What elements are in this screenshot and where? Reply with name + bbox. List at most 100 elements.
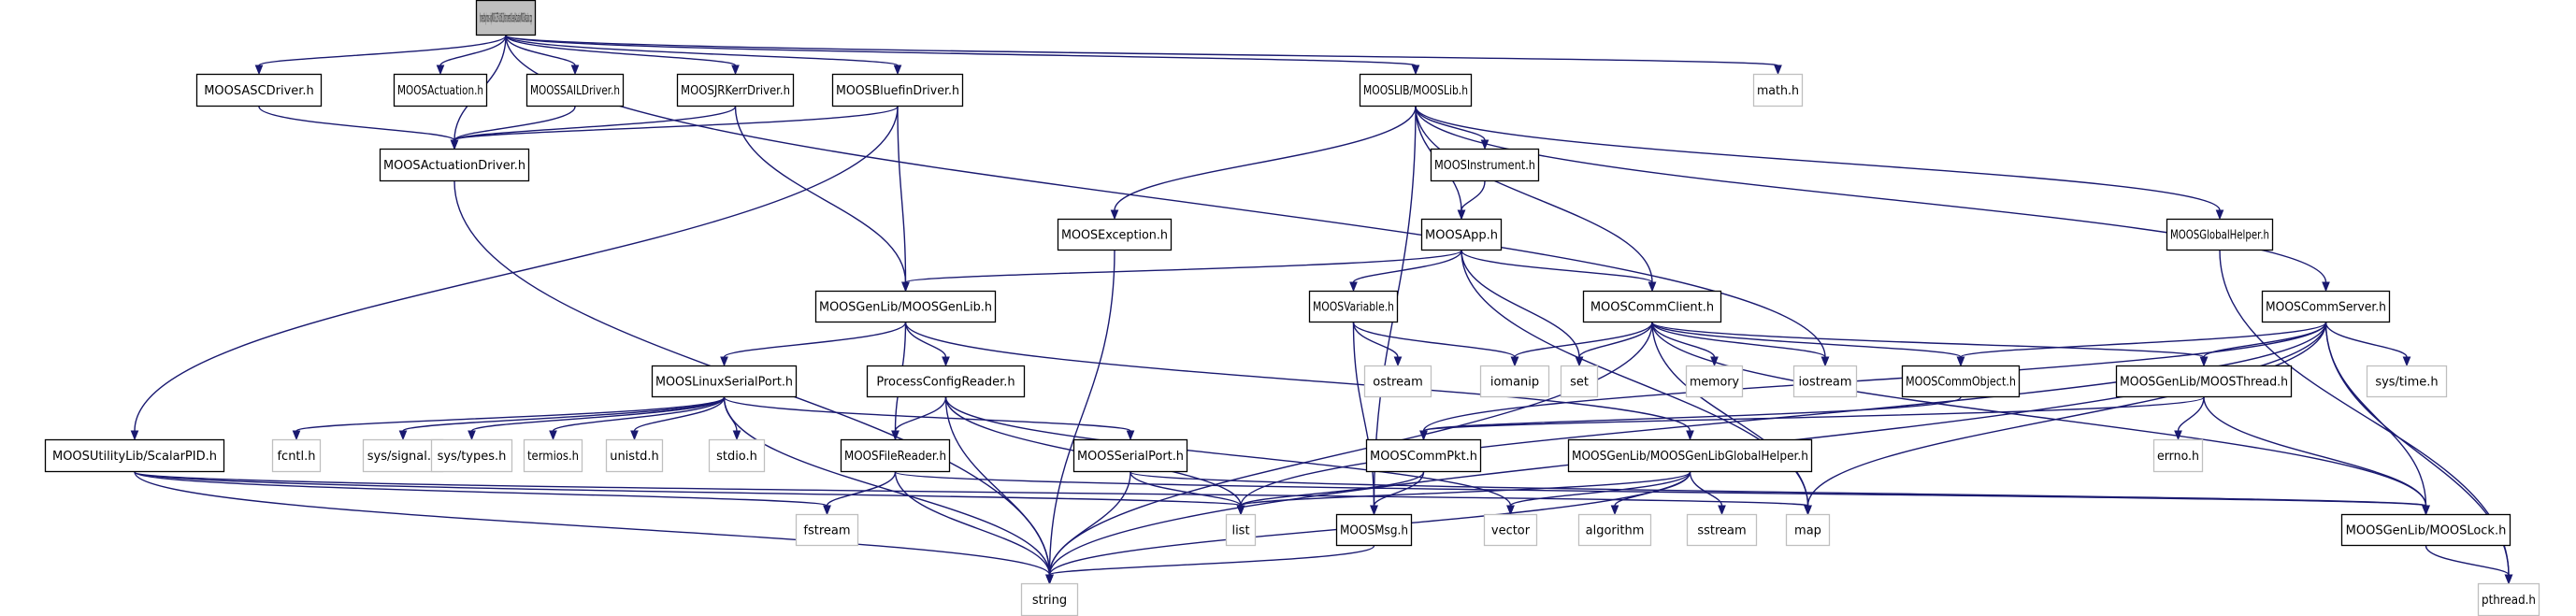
node-label: MOOSJRKerrDriver.h (681, 84, 790, 98)
node-label: MOOSActuation.h (397, 84, 483, 98)
edge-line (1130, 471, 1242, 507)
node-box (271, 438, 322, 473)
node-box (866, 365, 1026, 398)
node-label: stdio.h (716, 450, 757, 464)
node-pkt[interactable]: MOOSCommPkt.h (1365, 438, 1482, 473)
edge-line (1651, 322, 1962, 358)
edge-asc-to-actdrv (258, 106, 459, 150)
node-actdrv[interactable]: MOOSActuationDriver.h (379, 148, 530, 182)
node-exc[interactable]: MOOSException.h (1057, 218, 1173, 251)
node-box (1792, 365, 1858, 398)
node-freader[interactable]: MOOSFileReader.h (840, 438, 951, 473)
node-genlib[interactable]: MOOSGenLib/MOOSGenLib.h (814, 290, 997, 323)
edge-line (734, 106, 907, 283)
node-box (1785, 513, 1831, 547)
edge-line (470, 396, 726, 432)
arrow-head (732, 430, 741, 441)
edge-line (1651, 322, 1826, 358)
node-label: sys/time.h (2375, 376, 2438, 390)
node-app[interactable]: MOOSApp.h (1420, 218, 1503, 251)
edge-thread-to-pkt (1419, 396, 2205, 441)
edge-line (2324, 322, 2427, 507)
edge-root-to-sail (505, 35, 580, 76)
node-lsp[interactable]: MOOSLinuxSerialPort.h (651, 365, 798, 398)
node-box (605, 438, 664, 473)
node-act[interactable]: MOOSActuation.h (393, 73, 488, 107)
edge-line (1415, 106, 1486, 141)
node-box (795, 513, 859, 547)
edge-moolib-to-server (1415, 106, 2330, 293)
node-obj[interactable]: MOOSCommObject.h (1901, 365, 2021, 398)
node-iostream: iostream (1792, 365, 1858, 398)
node-inst[interactable]: MOOSInstrument.h (1430, 148, 1540, 182)
edge-line (1960, 322, 2327, 358)
edge-root-to-moolib (505, 35, 1420, 76)
edge-moolib-to-exc (1110, 106, 1417, 221)
node-client[interactable]: MOOSCommClient.h (1582, 290, 1722, 323)
node-label: pthread.h (2482, 594, 2536, 608)
edge-app-to-var (1349, 250, 1462, 293)
node-label: MOOSMsg.h (1340, 524, 1408, 538)
arrow-head (398, 430, 408, 441)
edge-lsp-to-signal (398, 396, 726, 441)
node-label: MOOSApp.h (1425, 229, 1498, 243)
arrow-head (630, 430, 639, 441)
node-thread[interactable]: MOOSGenLib/MOOSThread.h (2115, 365, 2293, 398)
node-msg[interactable]: MOOSMsg.h (1335, 513, 1413, 547)
node-glob[interactable]: MOOSGlobalHelper.h (2166, 218, 2274, 251)
node-gghelp[interactable]: MOOSGenLib/MOOSGenLibGlobalHelper.h (1567, 438, 1813, 473)
edge-line (1651, 322, 2205, 358)
edge-app-to-client (1461, 250, 1657, 293)
edge-line (1651, 322, 1809, 507)
node-var[interactable]: MOOSVariable.h (1308, 290, 1399, 323)
edge-lsp-to-sport (723, 396, 1135, 441)
edge-genlib-to-pcr (904, 322, 950, 367)
node-box (1686, 513, 1758, 547)
arrow-head (1774, 64, 1782, 76)
edge-lsp-to-types (468, 396, 726, 441)
node-moolib[interactable]: MOOSLIB/MOOSLib.h (1359, 73, 1473, 107)
node-box (2340, 513, 2511, 547)
edge-sail-to-actdrv (450, 106, 576, 150)
node-label: math.h (1757, 84, 1799, 98)
node-pid[interactable]: MOOSUtilityLib/ScalarPID.h (44, 438, 225, 473)
edge-server-to-thread (2199, 322, 2327, 367)
node-server[interactable]: MOOSCommServer.h (2261, 290, 2391, 323)
edge-line (1415, 106, 1653, 283)
edge-line (1461, 250, 1653, 283)
node-asc[interactable]: MOOSASCDriver.h (195, 73, 323, 107)
node-memory: memory (1685, 365, 1744, 398)
node-jr[interactable]: MOOSJRKerrDriver.h (676, 73, 795, 107)
edge-line (633, 396, 726, 432)
edge-thread-to-errno (2174, 396, 2205, 441)
edge-line (1352, 322, 1399, 358)
node-fstream: fstream (795, 513, 859, 547)
node-box (1752, 73, 1804, 107)
node-label: string (1032, 594, 1067, 608)
node-box (1335, 513, 1413, 547)
node-lock[interactable]: MOOSGenLib/MOOSLock.h (2340, 513, 2511, 547)
edge-client-to-iomanip (1510, 322, 1653, 367)
arrow-head (1510, 356, 1519, 367)
node-label: MOOSCommServer.h (2266, 301, 2386, 315)
node-label: /home/toby/moos-ivp/MOOS-2375-Oct0611/In… (480, 12, 532, 26)
edge-line (1048, 322, 1653, 576)
node-list: list (1225, 513, 1257, 547)
edge-line (723, 322, 907, 358)
arrow-head (720, 356, 728, 367)
node-box (1072, 438, 1188, 473)
arrow-head (731, 64, 740, 76)
edge-pid-to-map (134, 471, 1812, 516)
arrow-head (1370, 505, 1378, 516)
node-box (1901, 365, 2021, 398)
node-box (1685, 365, 1744, 398)
edge-line (1240, 471, 1691, 507)
node-pcr[interactable]: ProcessConfigReader.h (866, 365, 1026, 398)
node-blue[interactable]: MOOSBluefinDriver.h (831, 73, 964, 107)
edge-line (134, 471, 1809, 507)
node-root[interactable]: /home/toby/moos-ivp/MOOS-2375-Oct0611/In… (475, 0, 537, 36)
node-sport[interactable]: MOOSSerialPort.h (1072, 438, 1188, 473)
edge-line (1048, 250, 1115, 576)
node-sail[interactable]: MOOSSAILDriver.h (525, 73, 625, 107)
arrow-head (1575, 356, 1584, 367)
